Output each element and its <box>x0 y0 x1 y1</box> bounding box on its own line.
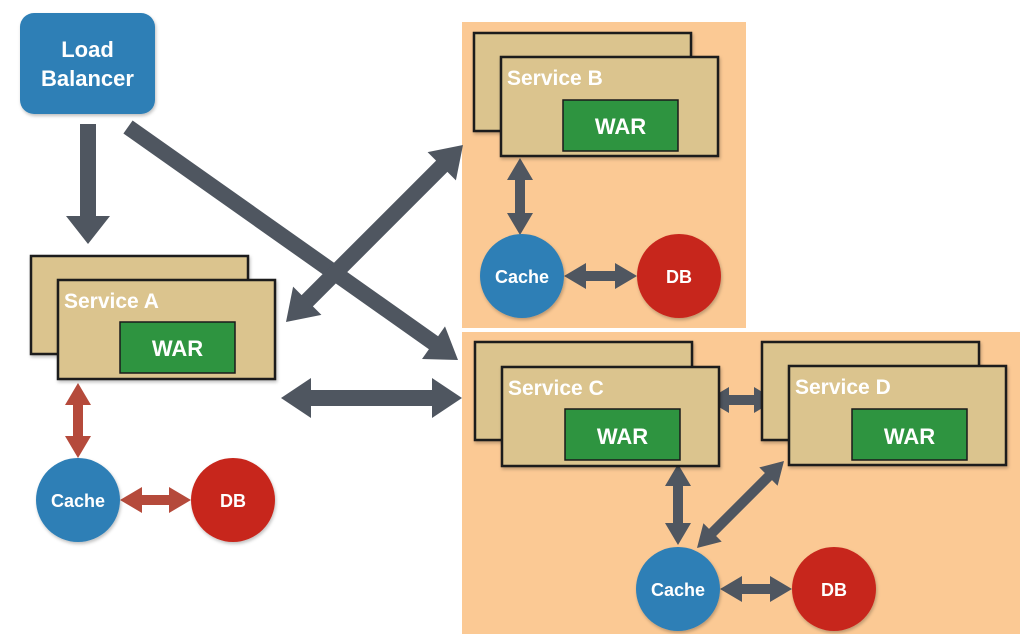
load-balancer-label-line2: Balancer <box>41 66 134 91</box>
cache-cd-label: Cache <box>651 580 705 600</box>
arrow-cache-b-db-b <box>564 263 637 289</box>
db-a-label: DB <box>220 491 246 511</box>
db-b-label: DB <box>666 267 692 287</box>
arrow-service-c-cache-cd <box>665 464 691 545</box>
arrow-lb-to-service-a <box>66 124 110 244</box>
service-a-war: WAR <box>119 321 236 374</box>
db-cd[interactable]: DB <box>792 547 876 631</box>
arrow-service-d-cache-cd <box>697 461 784 548</box>
arrow-service-c-service-d <box>707 387 776 413</box>
service-c[interactable]: Service C WAR <box>473 340 721 468</box>
arrow-service-a-service-c <box>281 378 462 418</box>
service-b-war-label: WAR <box>595 114 646 139</box>
service-c-war: WAR <box>564 408 681 461</box>
cache-b[interactable]: Cache <box>480 234 564 318</box>
service-c-label: Service C <box>508 377 604 400</box>
service-a[interactable]: Service A WAR <box>29 254 277 381</box>
arrow-cache-cd-db-cd <box>720 576 792 602</box>
db-b[interactable]: DB <box>637 234 721 318</box>
service-b-label: Service B <box>507 67 603 90</box>
db-cd-label: DB <box>821 580 847 600</box>
cache-b-label: Cache <box>495 267 549 287</box>
service-d[interactable]: Service D WAR <box>760 340 1008 467</box>
load-balancer[interactable]: Load Balancer <box>20 13 155 114</box>
arrow-cache-a-db-a <box>120 487 191 513</box>
db-a[interactable]: DB <box>191 458 275 542</box>
arrow-service-a-service-b <box>286 145 463 322</box>
arrows-layer <box>65 120 792 602</box>
arrow-service-a-cache-a <box>65 383 91 458</box>
arrow-service-b-cache-b <box>507 158 533 235</box>
arrow-lb-to-service-c <box>123 120 459 360</box>
service-d-war-label: WAR <box>884 424 935 449</box>
cache-cd[interactable]: Cache <box>636 547 720 631</box>
service-d-label: Service D <box>795 376 891 399</box>
service-d-war: WAR <box>851 408 968 461</box>
service-a-war-label: WAR <box>152 336 203 361</box>
service-a-label: Service A <box>64 290 159 313</box>
cache-a-label: Cache <box>51 491 105 511</box>
service-b[interactable]: Service B WAR <box>472 31 720 158</box>
cache-a[interactable]: Cache <box>36 458 120 542</box>
service-b-war: WAR <box>562 99 679 152</box>
load-balancer-label-line1: Load <box>61 37 114 62</box>
service-c-war-label: WAR <box>597 424 648 449</box>
